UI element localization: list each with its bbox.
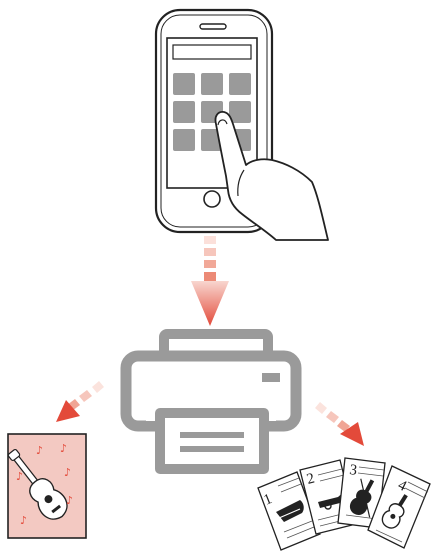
app-tile [173, 73, 195, 95]
svg-text:♪: ♪ [16, 470, 23, 483]
app-tile [173, 129, 195, 151]
paper-line-1 [180, 432, 244, 438]
printer-output-paper [160, 413, 264, 469]
paper-line-2 [180, 446, 244, 452]
guitar-poster-icon: ♪ ♪ ♪ ♪ ♪ ♪ [1, 434, 86, 538]
app-tile [229, 73, 251, 95]
printer-indicator [262, 373, 280, 382]
app-tile [201, 73, 223, 95]
arrow-to-sheets [315, 402, 364, 446]
printer-icon [126, 334, 296, 469]
svg-text:♪: ♪ [20, 514, 27, 527]
phone-status-bar [173, 45, 251, 59]
print-arrow-down [191, 236, 229, 326]
phone-home-button [204, 191, 220, 207]
svg-text:♪: ♪ [36, 444, 43, 457]
app-tile [173, 101, 195, 123]
instrument-sheets-icon: 1 2 3 4 [258, 458, 430, 550]
svg-text:♪: ♪ [60, 442, 67, 455]
svg-text:♪: ♪ [66, 494, 73, 507]
arrow-to-poster [56, 381, 104, 422]
svg-text:♪: ♪ [64, 466, 71, 479]
phone-speaker [200, 24, 226, 29]
phone-app-tiles [173, 73, 251, 151]
